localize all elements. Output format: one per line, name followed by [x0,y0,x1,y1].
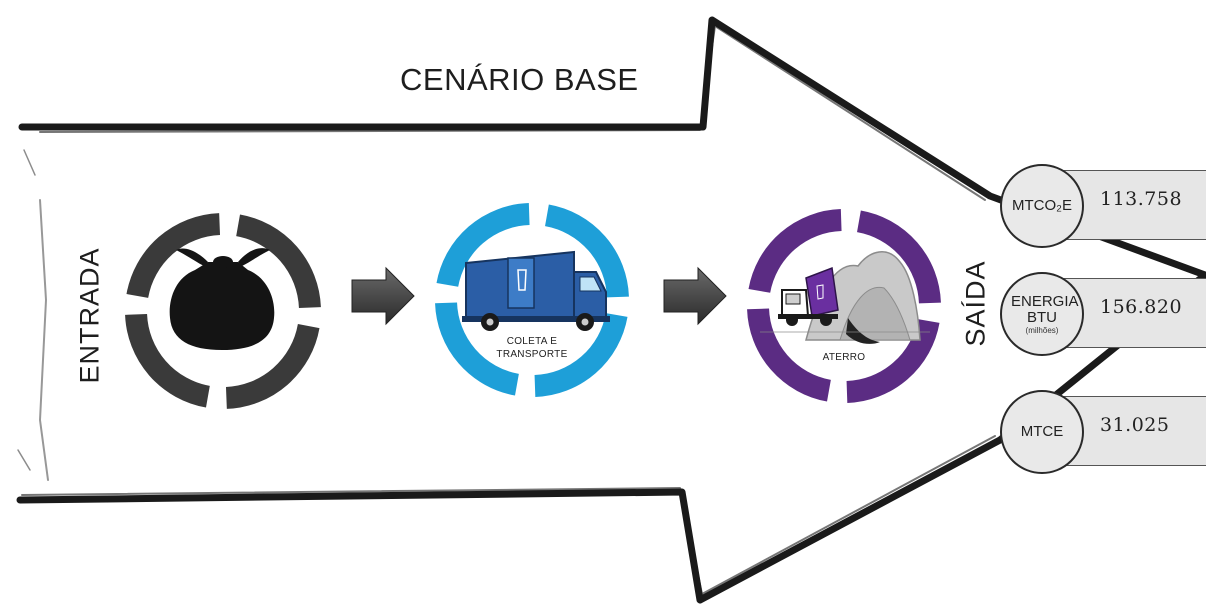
output-label: SAÍDA [960,260,991,347]
garbage-bag-icon [169,248,275,350]
output-metric-label: ENERGIA BTU [1011,292,1079,326]
stage-label-residuos-solidos: RESÍDUOS SÓLIDOS [183,350,263,376]
stage-label-aterro: ATERRO [804,351,884,364]
stage-label-line: TRANSPORTE [496,349,568,360]
output-circle: MTCO₂E [1000,164,1084,248]
input-label: ENTRADA [74,247,105,384]
stage-label-line: COLETA E [506,336,558,347]
output-metric-value: 113.758 [1100,188,1183,210]
flow-arrow-1 [351,266,415,326]
big-arrow-outline [16,16,1206,604]
output-metric-label: MTCE [1020,423,1064,440]
diagram-title: CENÁRIO BASE [400,62,639,97]
output-circle: MTCE [1000,390,1084,474]
stage-label-coleta-transporte: COLETA E TRANSPORTE [487,335,577,361]
garbage-truck-icon [462,250,610,331]
output-row-mtco2e: MTCO₂E 113.758 [1000,164,1206,248]
flow-arrow-2 [663,266,727,326]
stage-label-line: SÓLIDOS [199,364,247,375]
output-metric-value: 156.820 [1100,296,1183,318]
landfill-icon [760,251,930,344]
stage-label-line: RESÍDUOS [195,351,251,362]
stage-coleta-transporte [435,203,629,398]
output-metric-sublabel: (milhões) [1025,325,1059,335]
output-row-mtce: MTCE 31.025 [1000,390,1206,474]
cycle-ring [125,213,321,409]
output-circle: ENERGIA BTU (milhões) [1000,272,1084,356]
stage-aterro [747,208,941,403]
stage-residuos-solidos [125,213,321,409]
output-metric-value: 31.025 [1100,414,1170,436]
stage-label-line: ATERRO [822,352,866,363]
output-row-energia-btu: ENERGIA BTU (milhões) 156.820 [1000,272,1206,356]
output-metric-label: MTCO₂E [1012,197,1072,214]
